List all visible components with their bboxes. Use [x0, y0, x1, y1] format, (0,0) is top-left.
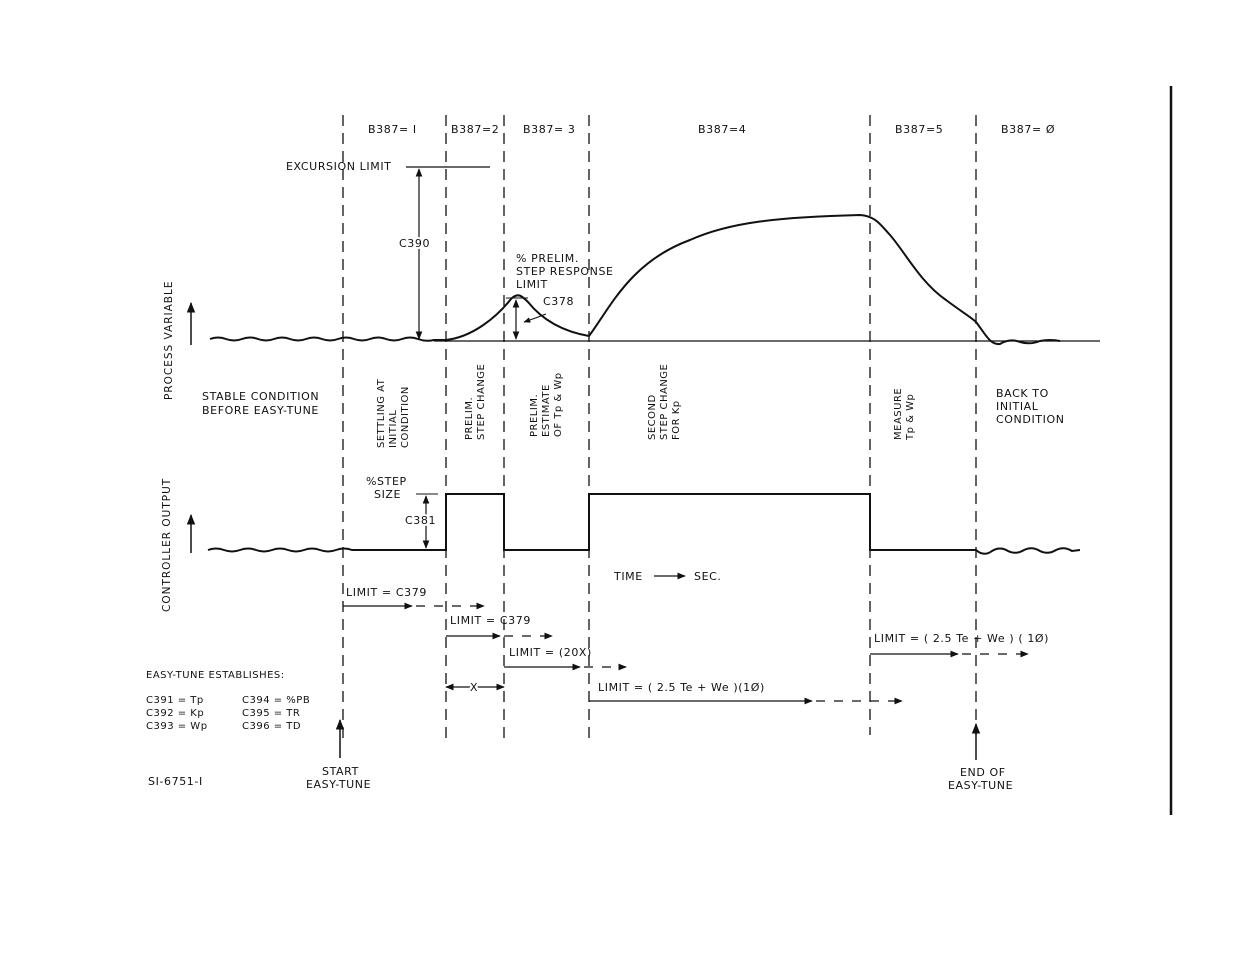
- settling-note-2: INITIAL: [388, 410, 399, 448]
- step-size-line-1: %STEP: [366, 475, 407, 488]
- settling-note-1: SETTLING AT: [376, 378, 387, 448]
- phase-label-3: B387= 3: [523, 123, 575, 136]
- prelim-step-note-2: STEP CHANGE: [476, 364, 487, 440]
- step-size-line-2: SIZE: [374, 488, 401, 501]
- sec-label: SEC.: [694, 570, 722, 583]
- process-variable-axis-label: PROCESS VARIABLE: [163, 281, 175, 400]
- prelim-estimate-note-1: PRELIM.: [529, 394, 540, 437]
- limit-3-label: LIMIT = (20X): [509, 646, 592, 659]
- prelim-limit-line-3: LIMIT: [516, 278, 548, 291]
- excursion-limit-label: EXCURSION LIMIT: [286, 160, 392, 173]
- figure-id: SI-6751-I: [148, 775, 203, 788]
- phase-boundaries: [342, 115, 977, 745]
- c381-label: C381: [405, 514, 436, 527]
- stable-condition-line-1: STABLE CONDITION: [202, 390, 319, 403]
- settling-note-3: CONDITION: [400, 386, 411, 448]
- controller-output-axis-label: CONTROLLER OUTPUT: [161, 478, 173, 612]
- prelim-limit-line-2: STEP RESPONSE: [516, 265, 614, 278]
- end-label-1: END OF: [960, 766, 1006, 779]
- vertical-phase-notes: SETTLING AT INITIAL CONDITION PRELIM. ST…: [376, 364, 916, 448]
- establishes-left-1: C391 = Tp: [146, 695, 204, 706]
- establishes-title: EASY-TUNE ESTABLISHES:: [146, 670, 285, 681]
- prelim-estimate-note-2: ESTIMATE: [541, 384, 552, 437]
- establishes-right-3: C396 = TD: [242, 721, 301, 732]
- limit-annotations: LIMIT = C379 LIMIT = C379 LIMIT = (20X) …: [343, 586, 1049, 705]
- establishes-right-1: C394 = %PB: [242, 695, 310, 706]
- second-step-note-2: STEP CHANGE: [659, 364, 670, 440]
- establishes-right-2: C395 = TR: [242, 708, 300, 719]
- back-to-line-2: INITIAL: [996, 400, 1039, 413]
- limit-1-label: LIMIT = C379: [346, 586, 427, 599]
- establishes-left-3: C393 = Wp: [146, 721, 208, 732]
- c390-label: C390: [399, 237, 430, 250]
- establishes-left-2: C392 = Kp: [146, 708, 204, 719]
- phase-label-2: B387=2: [451, 123, 499, 136]
- prelim-estimate-note-3: OF Tp & Wp: [553, 372, 564, 437]
- measure-note-2: Tp & Wp: [905, 394, 916, 441]
- start-label-2: EASY-TUNE: [306, 778, 371, 791]
- end-label-2: EASY-TUNE: [948, 779, 1013, 792]
- phase-label-1: B387= I: [368, 123, 417, 136]
- time-label: TIME: [613, 570, 643, 583]
- phase-label-4: B387=4: [698, 123, 746, 136]
- c378-label: C378: [543, 295, 574, 308]
- stable-condition-line-2: BEFORE EASY-TUNE: [202, 404, 319, 417]
- phase-labels: B387= I B387=2 B387= 3 B387=4 B387=5 B38…: [368, 123, 1055, 136]
- second-step-note-3: FOR Kp: [671, 400, 682, 440]
- back-to-line-3: CONDITION: [996, 413, 1065, 426]
- start-label-1: START: [322, 765, 359, 778]
- phase-label-6: B387= Ø: [1001, 123, 1055, 136]
- prelim-limit-line-1: % PRELIM.: [516, 252, 579, 265]
- back-to-line-1: BACK TO: [996, 387, 1049, 400]
- c378-pointer-arrow: [523, 313, 547, 323]
- second-step-note-1: SECOND: [647, 394, 658, 440]
- x-label: X: [470, 681, 478, 694]
- process-variable-curve: [209, 213, 1061, 346]
- limit-5-label: LIMIT = ( 2.5 Te + We ) ( 1Ø): [874, 632, 1049, 645]
- limit-4-label: LIMIT = ( 2.5 Te + We )(1Ø): [598, 681, 765, 694]
- phase-label-5: B387=5: [895, 123, 943, 136]
- limit-2-label: LIMIT = C379: [450, 614, 531, 627]
- measure-note-1: MEASURE: [893, 388, 904, 440]
- controller-output-trace: [207, 493, 1081, 555]
- prelim-step-note-1: PRELIM.: [464, 397, 475, 440]
